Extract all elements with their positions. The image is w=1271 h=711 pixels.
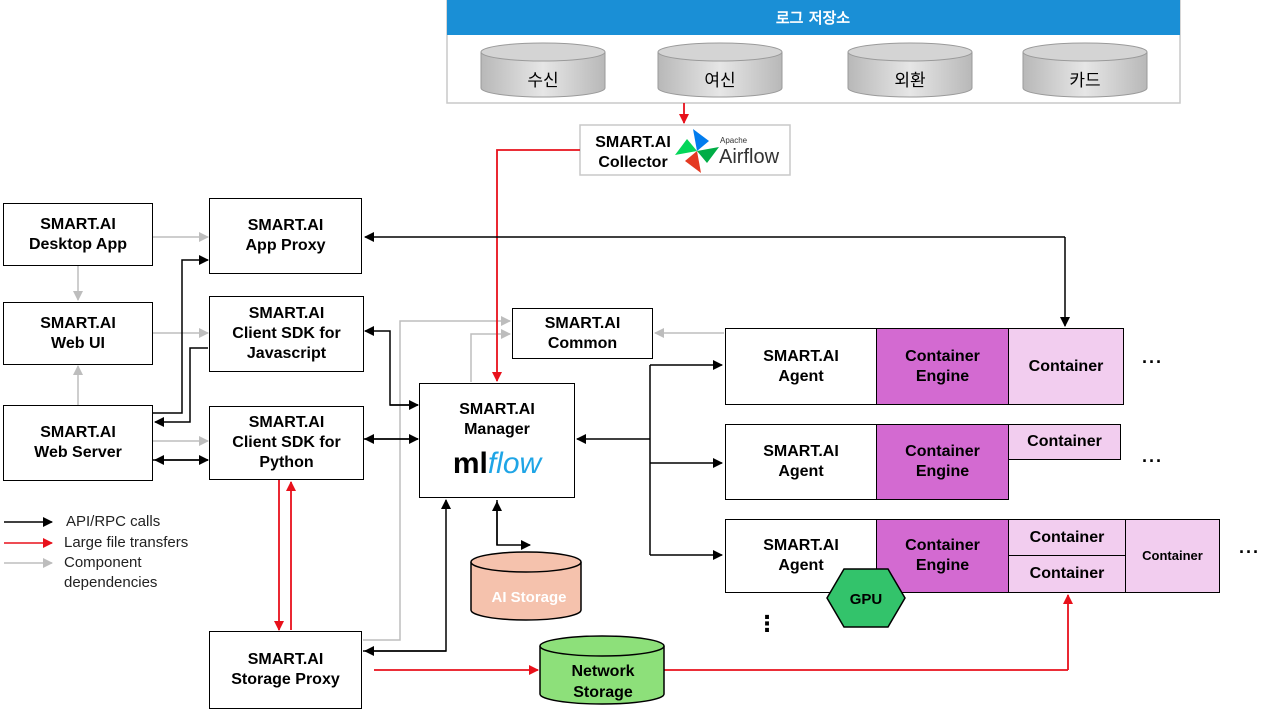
web-server-line2: Web Server: [34, 444, 122, 461]
desktop-app-line2: Desktop App: [28, 235, 128, 253]
desktop-app-box: SMART.AI Desktop App: [3, 203, 153, 266]
db-cylinder-0: 수신: [480, 42, 606, 98]
ellipsis-row3: ···: [1239, 542, 1260, 562]
log-store-header: [447, 0, 1180, 35]
ai-storage-cylinder: AI Storage: [470, 551, 582, 621]
gpu-hexagon: GPU: [826, 568, 906, 628]
web-ui-box: SMART.AI Web UI: [3, 302, 153, 365]
legend-comp2: dependencies: [64, 574, 158, 591]
web-server-box: SMART.AI Web Server: [3, 405, 153, 481]
log-store-panel: 로그 저장소 수신 여신 외환 카드: [446, 0, 1181, 104]
client-sdk-js-line3: Javascript: [246, 345, 327, 362]
app-proxy-box: SMART.AI App Proxy: [209, 198, 362, 274]
common-line1: SMART.AI: [544, 314, 621, 332]
storage-proxy-box: SMART.AI Storage Proxy: [209, 631, 362, 709]
container-2-1: Container: [1008, 555, 1126, 593]
container-engine-1-line1: Container: [905, 443, 980, 460]
mlflow-logo: mlflow: [453, 448, 541, 480]
ellipsis-vertical: ⋮: [756, 611, 779, 636]
client-sdk-python-line2: Client SDK for: [232, 434, 341, 451]
airflow-label: Airflow: [719, 146, 780, 168]
db-cylinder-2: 외환: [847, 42, 973, 98]
web-ui-line2: Web UI: [51, 334, 105, 352]
web-server-line1: SMART.AI: [40, 424, 116, 441]
ellipsis-row1: ···: [1142, 352, 1163, 372]
common-box: SMART.AI Common: [512, 308, 653, 359]
ellipsis-row2: ···: [1142, 451, 1163, 471]
agent-1-line2: Agent: [778, 463, 824, 480]
client-sdk-js-line2: Client SDK for: [232, 325, 341, 342]
db-cylinder-1: 여신: [657, 42, 783, 98]
client-sdk-python-box: SMART.AI Client SDK for Python: [209, 406, 364, 480]
desktop-app-line1: SMART.AI: [40, 215, 116, 233]
db-cylinder-3: 카드: [1022, 42, 1148, 98]
container-2-0: Container: [1008, 519, 1126, 557]
red-arrows: [274, 103, 1073, 675]
legend-comp1: Component: [64, 554, 142, 571]
container-engine-0-line2: Engine: [915, 367, 970, 385]
client-sdk-python-line3: Python: [259, 454, 314, 471]
agent-1-line1: SMART.AI: [763, 443, 839, 460]
manager-box: SMART.AI Manager mlflow: [419, 383, 575, 498]
mlflow-logo-ml: ml: [452, 447, 488, 480]
web-ui-line1: SMART.AI: [40, 314, 116, 332]
container-engine-2-line2: Engine: [915, 557, 970, 574]
storage-proxy-line1: SMART.AI: [247, 651, 324, 668]
common-line2: Common: [547, 334, 618, 352]
container-engine-2-line1: Container: [905, 537, 980, 554]
legend-arrows: [4, 517, 53, 568]
collector-line2: Collector: [598, 154, 667, 171]
airflow-pinwheel-icon: [675, 129, 719, 173]
manager-line2: Manager: [464, 421, 530, 438]
network-storage-cylinder: Network Storage: [539, 635, 665, 705]
container-engine-0-line1: Container: [905, 347, 980, 365]
client-sdk-js-box: SMART.AI Client SDK for Javascript: [209, 296, 364, 372]
gpu-label: GPU: [850, 591, 883, 608]
ai-storage-label: AI Storage: [491, 589, 566, 606]
db-label-3: 카드: [1069, 71, 1100, 91]
app-proxy-line1: SMART.AI: [247, 217, 324, 234]
network-storage-line2: Storage: [573, 684, 633, 701]
log-store-title: 로그 저장소: [776, 9, 850, 27]
airflow-small-label: Apache: [720, 136, 748, 145]
storage-proxy-line2: Storage Proxy: [231, 671, 340, 688]
db-label-1: 여신: [704, 71, 735, 91]
collector-box: SMART.AI Collector Apache Airflow: [579, 124, 791, 176]
network-storage-line1: Network: [571, 663, 634, 680]
legend-api: API/RPC calls: [66, 513, 161, 530]
black-arrows: [153, 232, 1070, 656]
agent-box-0: SMART.AI Agent: [725, 328, 877, 405]
agent-0-line2: Agent: [778, 367, 824, 385]
collector-line1: SMART.AI: [595, 134, 671, 151]
db-label-2: 외환: [894, 71, 925, 91]
mlflow-logo-flow: flow: [487, 447, 542, 480]
legend-large: Large file transfers: [64, 534, 189, 551]
agent-box-1: SMART.AI Agent: [725, 424, 877, 500]
agent-2-line1: SMART.AI: [763, 537, 839, 554]
container-engine-1-line2: Engine: [915, 463, 970, 480]
container-0-0: Container: [1008, 328, 1124, 405]
manager-line1: SMART.AI: [459, 401, 535, 418]
container-1-0: Container: [1008, 424, 1121, 460]
container-2-2: Container: [1125, 519, 1220, 593]
app-proxy-line2: App Proxy: [245, 237, 326, 254]
client-sdk-python-line1: SMART.AI: [248, 414, 325, 431]
agent-2-line2: Agent: [778, 557, 824, 574]
db-label-0: 수신: [527, 71, 558, 91]
agent-0-line1: SMART.AI: [763, 347, 839, 365]
client-sdk-js-line1: SMART.AI: [248, 305, 325, 322]
